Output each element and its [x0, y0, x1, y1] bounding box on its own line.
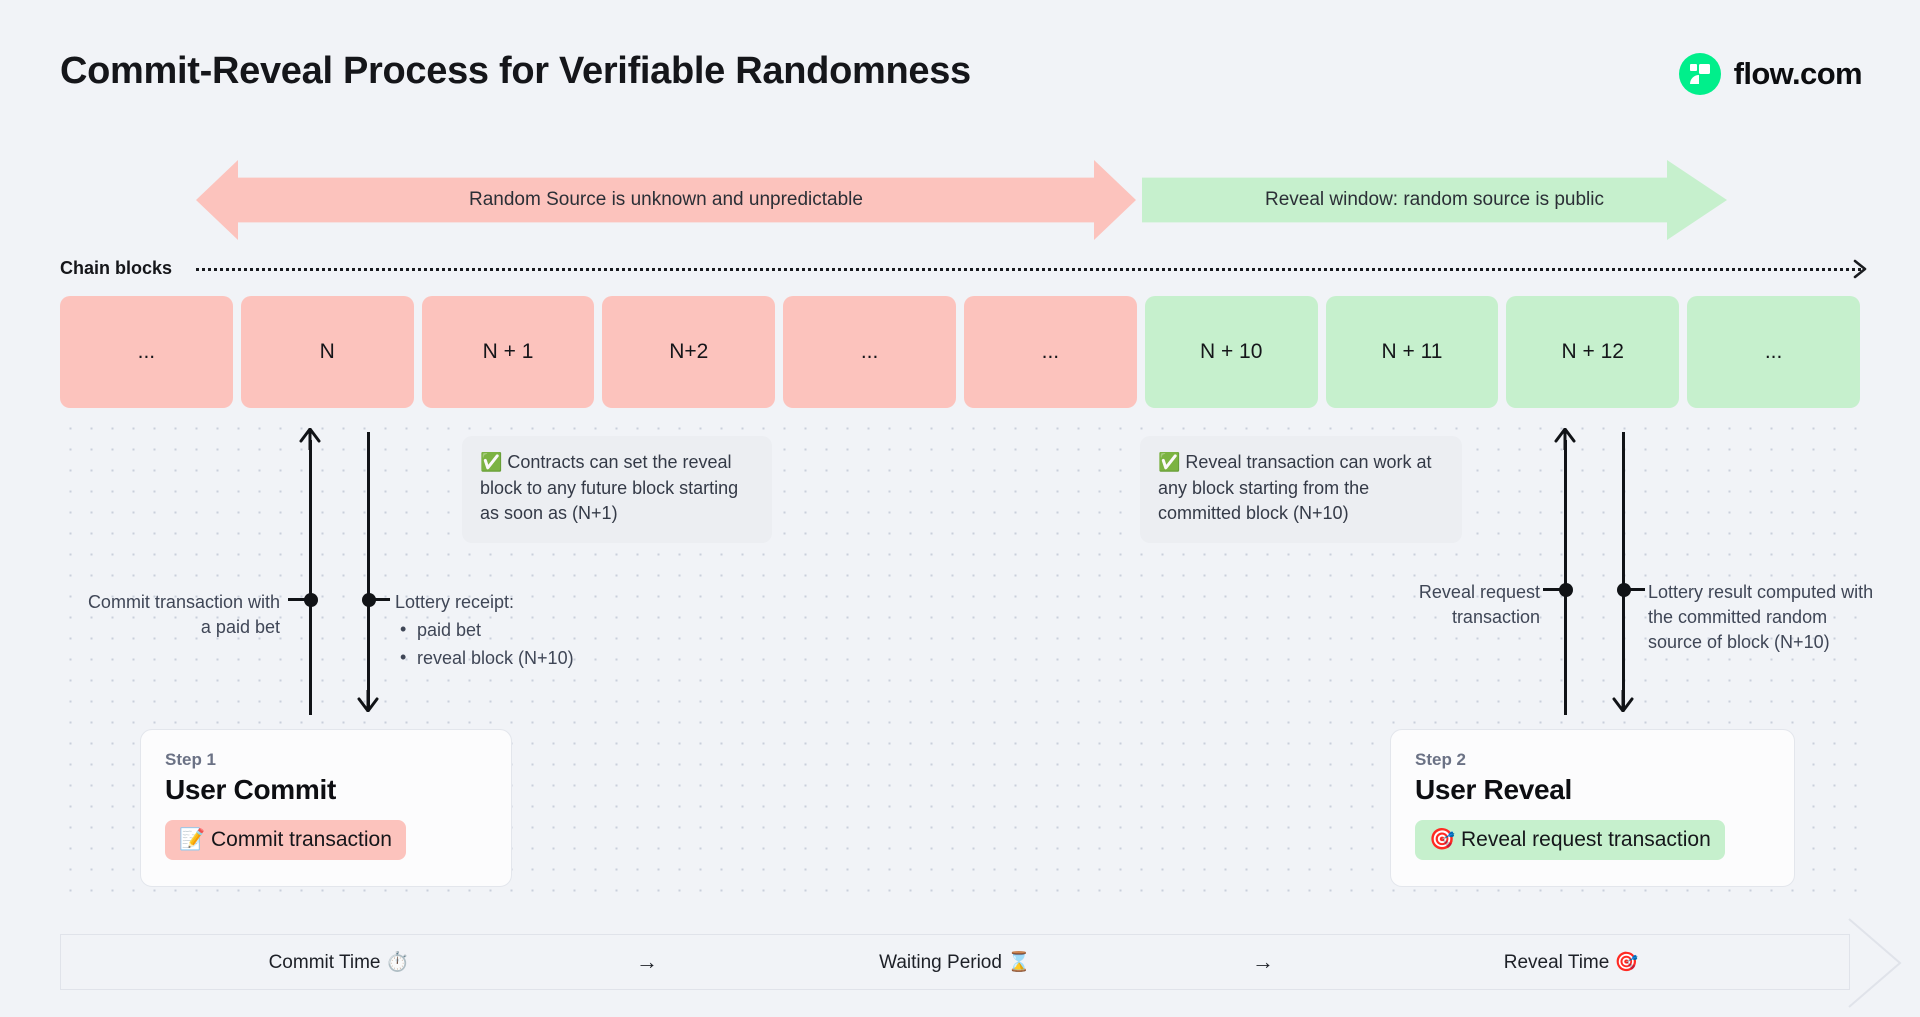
callout-reveal-note: ✅ Reveal transaction can work at any blo…	[1140, 436, 1462, 543]
label-lottery-receipt: Lottery receipt: paid betreveal block (N…	[395, 590, 655, 670]
commit-connector-arrow-up-icon	[297, 427, 323, 452]
callout-commit-note: ✅ Contracts can set the reveal block to …	[462, 436, 772, 543]
flow-logo-icon	[1678, 53, 1721, 95]
chain-block[interactable]: N + 12	[1506, 296, 1680, 408]
reveal-request-connector-dot	[1559, 583, 1573, 597]
chain-axis-dotted-line	[196, 268, 1861, 271]
commit-label-stub	[288, 598, 310, 601]
step-card-user-commit[interactable]: Step 1 User Commit 📝 Commit transaction	[140, 729, 512, 887]
chain-block[interactable]: N + 11	[1325, 296, 1499, 408]
lottery-receipt-item: paid bet	[395, 617, 655, 643]
step-1-chip-commit-transaction[interactable]: 📝 Commit transaction	[165, 820, 406, 860]
step-2-title: User Reveal	[1415, 774, 1573, 805]
chain-block[interactable]: N + 10	[1144, 296, 1318, 408]
label-reveal-request-transaction: Reveal request transaction	[1418, 582, 1540, 627]
timeline-arrow-2-icon: →	[1252, 949, 1274, 974]
step-2-chip-reveal-request-transaction[interactable]: 🎯 Reveal request transaction	[1415, 820, 1725, 860]
phase-arrow-unknown: Random Source is unknown and unpredictab…	[196, 160, 1136, 240]
step-1-title: User Commit	[165, 774, 336, 805]
step-2-kicker: Step 2	[1415, 750, 1467, 769]
timeline-waiting-period: Waiting Period ⌛	[879, 952, 1031, 973]
phase-arrow-unknown-label: Random Source is unknown and unpredictab…	[469, 189, 863, 210]
receipt-connector-arrow-down-icon	[355, 688, 381, 713]
lottery-result-arrow-down-icon	[1610, 688, 1636, 713]
receipt-label-stub	[368, 598, 390, 601]
chain-block[interactable]: N + 1	[421, 296, 595, 408]
receipt-connector-dot	[362, 593, 376, 607]
lottery-result-connector-dot	[1617, 583, 1631, 597]
chain-block[interactable]: ...	[60, 296, 233, 408]
lottery-receipt-title: Lottery receipt:	[395, 592, 515, 612]
receipt-connector-line	[367, 432, 370, 707]
bottom-timeline-bar: Commit Time ⏱️ → Waiting Period ⌛ → Reve…	[60, 934, 1850, 990]
lottery-result-connector-line	[1622, 432, 1625, 707]
phase-band: Random Source is unknown and unpredictab…	[0, 160, 1920, 240]
brand-logo: flow.com	[1678, 53, 1863, 95]
reveal-request-label-stub	[1543, 588, 1565, 591]
reveal-request-arrow-up-icon	[1552, 427, 1578, 452]
commit-connector-dot	[304, 593, 318, 607]
timeline-reveal-time: Reveal Time 🎯	[1503, 952, 1639, 973]
timeline-arrow-head-icon	[1848, 918, 1906, 1013]
lottery-receipt-item: reveal block (N+10)	[395, 645, 655, 671]
lottery-result-label-stub	[1623, 588, 1645, 591]
timeline-commit-time: Commit Time ⏱️	[268, 952, 410, 973]
commit-connector-line	[309, 440, 312, 715]
chain-block[interactable]: N+2	[602, 296, 776, 408]
reveal-request-connector-line	[1564, 440, 1567, 715]
phase-arrow-reveal-label: Reveal window: random source is public	[1265, 189, 1604, 210]
page-title: Commit-Reveal Process for Verifiable Ran…	[60, 50, 971, 92]
brand-name: flow.com	[1733, 56, 1863, 91]
chain-block[interactable]: N	[240, 296, 414, 408]
chain-axis-arrow-icon	[1851, 257, 1871, 281]
phase-arrow-reveal: Reveal window: random source is public	[1142, 160, 1727, 240]
label-lottery-result: Lottery result computed with the committ…	[1648, 582, 1874, 652]
chain-block[interactable]: ...	[1687, 296, 1860, 408]
timeline-arrow-1-icon: →	[636, 949, 658, 974]
chain-block[interactable]: ...	[963, 296, 1137, 408]
chain-blocks-label: Chain blocks	[60, 258, 173, 278]
label-commit-transaction: Commit transaction with a paid bet	[87, 592, 280, 637]
step-1-kicker: Step 1	[165, 750, 217, 769]
step-card-user-reveal[interactable]: Step 2 User Reveal 🎯 Reveal request tran…	[1390, 729, 1795, 887]
lottery-receipt-list: paid betreveal block (N+10)	[395, 617, 655, 671]
chain-block[interactable]: ...	[783, 296, 956, 408]
